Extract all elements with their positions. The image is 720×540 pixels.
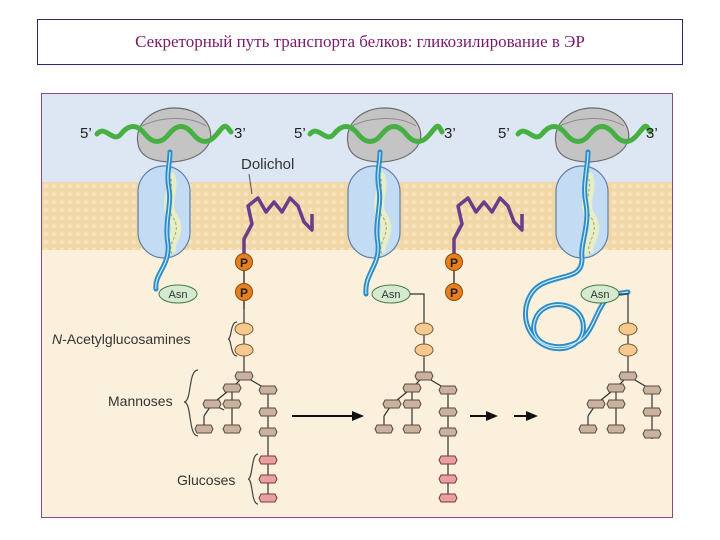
five-prime-label-1: 5’: [80, 125, 92, 142]
glcnac-2a: [414, 322, 434, 336]
glucose-1b: [258, 474, 278, 484]
mannose-1i: [258, 427, 278, 437]
stage-2: Asn 5’ 3’ P P: [294, 107, 524, 503]
stage-3: Asn 5’ 3’: [498, 107, 662, 439]
glcnac-3a: [618, 322, 638, 336]
ribosome-1: [136, 107, 212, 163]
diagram-svg: Asn 5’ 3’ Dolichol P P: [42, 94, 672, 517]
phosphate-label-2a: P: [450, 256, 458, 270]
mannose-2g: [374, 424, 394, 434]
mrna-3: [515, 123, 653, 144]
phosphate-2b: [445, 283, 463, 301]
dolichol-chain-1: [242, 196, 314, 254]
mannose-1g: [194, 424, 214, 434]
mannose-1d: [202, 399, 222, 409]
translocon-2: [347, 165, 401, 259]
glucose-1a: [258, 455, 278, 465]
mannose-1h: [222, 424, 242, 434]
mannose-3c: [642, 385, 662, 395]
brace-glcnac: [227, 321, 238, 357]
mannose-2d: [382, 399, 402, 409]
mannose-3a: [618, 371, 638, 381]
mannose-1a: [234, 371, 254, 381]
three-prime-label-3: 3’: [646, 125, 658, 142]
transfer-arrow-2: [470, 411, 538, 421]
glcnac-3b: [618, 343, 638, 357]
glcnac-2b: [414, 343, 434, 357]
mannose-1b: [222, 383, 242, 393]
mannose-1f: [258, 407, 278, 417]
mannose-3i: [642, 429, 662, 439]
mannose-2a: [414, 371, 434, 381]
mannose-2b: [402, 383, 422, 393]
glcnac-1b: [234, 343, 254, 357]
asn-oval-1: [158, 284, 198, 304]
mannose-2i: [438, 427, 458, 437]
slide-title: Секреторный путь транспорта белков: глик…: [135, 32, 585, 51]
phosphate-label-2b: P: [450, 286, 458, 300]
glucose-1c: [258, 493, 278, 503]
phosphate-label-1b: P: [240, 286, 248, 300]
mannoses-label: Mannoses: [108, 393, 173, 409]
glucoses-label: Glucoses: [177, 472, 235, 488]
transfer-arrow-1: [292, 411, 364, 421]
asn-label-1: Asn: [169, 289, 188, 301]
mannose-3e: [606, 399, 626, 409]
mannose-2c: [438, 385, 458, 395]
brace-mannoses: [183, 369, 199, 437]
five-prime-label-2: 5’: [294, 125, 306, 142]
mannose-3b: [606, 383, 626, 393]
n-acetylglucosamines-label: N-Acetylglucosamines: [52, 331, 191, 347]
three-prime-label-2: 3’: [444, 125, 456, 142]
dolichol-label: Dolichol: [241, 156, 294, 173]
mrna-2: [307, 123, 445, 144]
mrna-1: [94, 123, 234, 144]
mannose-2h: [402, 424, 422, 434]
mannose-3f: [642, 407, 662, 417]
phosphate-2a: [445, 253, 463, 271]
glcnac-1a: [234, 322, 254, 336]
asn-label-3: Asn: [591, 289, 610, 301]
title-box: Секреторный путь транспорта белков: глик…: [37, 19, 683, 65]
mannose-1c: [258, 385, 278, 395]
phosphate-1a: [235, 253, 253, 271]
mannose-2f: [438, 407, 458, 417]
stage-1: Asn 5’ 3’ Dolichol P P: [80, 107, 314, 503]
legend: N-Acetylglucosamines Mannoses Glucoses: [52, 321, 259, 505]
mannose-3d: [586, 399, 606, 409]
glucose-2a: [438, 455, 458, 465]
brace-glucoses: [247, 453, 259, 505]
phosphate-1b: [235, 283, 253, 301]
glucose-2c: [438, 493, 458, 503]
dolichol-chain-2: [452, 196, 524, 254]
translocon-1: [137, 165, 191, 259]
asn-label-2: Asn: [382, 289, 401, 301]
phosphate-label-1a: P: [240, 256, 248, 270]
glycosylation-figure: Asn 5’ 3’ Dolichol P P: [41, 93, 673, 518]
mannose-1e: [222, 399, 242, 409]
mannose-3g: [578, 424, 598, 434]
lumen-region: [42, 250, 672, 517]
three-prime-label-1: 3’: [234, 125, 246, 142]
five-prime-label-3: 5’: [498, 125, 510, 142]
mannose-3h: [606, 424, 626, 434]
glucose-2b: [438, 474, 458, 484]
mannose-2e: [402, 399, 422, 409]
